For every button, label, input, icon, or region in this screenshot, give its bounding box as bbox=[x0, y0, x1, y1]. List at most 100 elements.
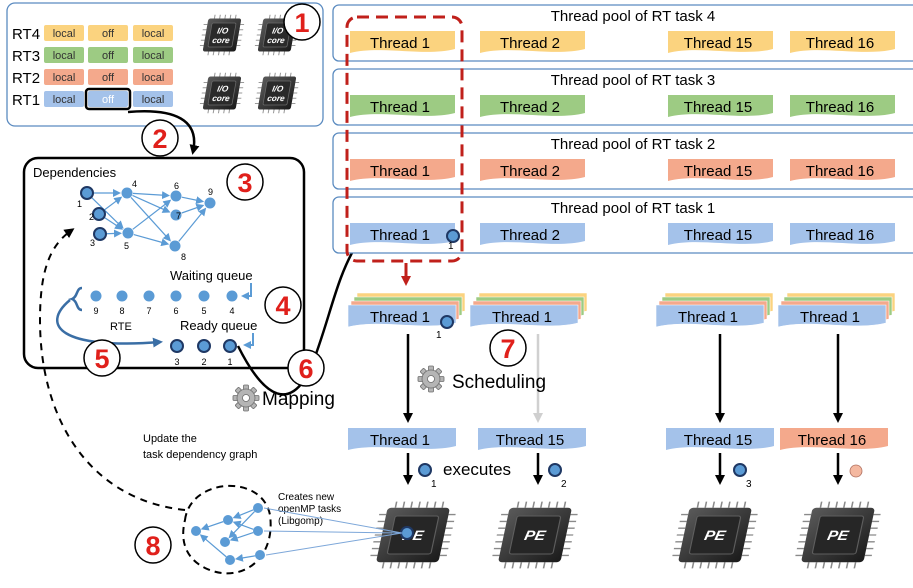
dag-edge bbox=[105, 229, 123, 238]
new-task-node bbox=[253, 526, 263, 536]
ready-queue-node-label: 2 bbox=[201, 357, 206, 367]
update-graph-arrow bbox=[38, 228, 186, 511]
task-node-badge: 2 bbox=[561, 479, 567, 490]
thread-shape bbox=[350, 159, 455, 181]
dag-edge bbox=[133, 234, 170, 247]
thread-stack-label: Thread 1 bbox=[800, 309, 860, 326]
thread-stack-front bbox=[777, 304, 887, 328]
io-core-label-line-2: core bbox=[266, 93, 286, 103]
rt-cell-box bbox=[88, 69, 128, 85]
rt-cell-box bbox=[133, 69, 173, 85]
new-tasks-outline bbox=[182, 484, 272, 575]
thread-shape bbox=[480, 95, 585, 117]
thread-shape bbox=[790, 31, 895, 53]
step-marker-circle bbox=[264, 286, 302, 324]
thread-pool-title: Thread pool of RT task 2 bbox=[551, 136, 716, 153]
new-task-edge bbox=[232, 509, 254, 519]
rt-label-rt4: RT4 bbox=[12, 26, 40, 43]
thread-shape bbox=[668, 31, 773, 53]
new-task-node bbox=[223, 515, 233, 525]
exec-thread-shape bbox=[348, 428, 456, 450]
mapping-label: Mapping bbox=[262, 389, 335, 410]
thread-shape bbox=[790, 223, 895, 245]
task-node-dot bbox=[440, 315, 454, 329]
thread-label: Thread 15 bbox=[684, 35, 752, 52]
waiting-queue-node-label: 7 bbox=[146, 306, 151, 316]
new-task-edge bbox=[234, 553, 256, 562]
dag-edge bbox=[181, 196, 205, 205]
dag-node-label: 7 bbox=[176, 211, 181, 221]
rte-brace bbox=[68, 286, 83, 312]
dag-node bbox=[204, 197, 216, 209]
step-marker-circle bbox=[287, 349, 325, 387]
dependencies-label: Dependencies bbox=[33, 165, 117, 180]
step-marker-number: 6 bbox=[298, 354, 313, 384]
new-tasks-graph bbox=[191, 503, 403, 565]
thread-label: Thread 2 bbox=[500, 99, 560, 116]
thread-pool-title: Thread pool of RT task 1 bbox=[551, 200, 716, 217]
thread-shape bbox=[480, 159, 585, 181]
thread-shape bbox=[668, 159, 773, 181]
rt-cell-local: local bbox=[53, 28, 76, 40]
pe-label: PE bbox=[703, 529, 728, 544]
io-core-label-line-1: I/O bbox=[271, 84, 284, 94]
waiting-queue-node bbox=[143, 290, 155, 302]
dag-edge bbox=[132, 199, 172, 230]
step-marker-number: 3 bbox=[237, 168, 252, 198]
dag-edge bbox=[132, 194, 171, 213]
thread-label: Thread 15 bbox=[684, 99, 752, 116]
ready-queue-node bbox=[170, 339, 184, 353]
creates-label-line-2: openMP tasks bbox=[278, 504, 341, 515]
rt-label-rt3: RT3 bbox=[12, 48, 40, 65]
step-marker-circle bbox=[226, 163, 264, 201]
task-node-dot bbox=[733, 463, 747, 477]
update-label-line-2: task dependency graph bbox=[143, 449, 257, 461]
dag-node-label: 8 bbox=[181, 252, 186, 262]
rt-cell-local: local bbox=[142, 28, 165, 40]
thread-stack-label: Thread 1 bbox=[370, 309, 430, 326]
rt-cell-local: local bbox=[53, 50, 76, 62]
rte-arrow bbox=[55, 299, 163, 348]
thread-label: Thread 2 bbox=[500, 227, 560, 244]
step-marker-number: 1 bbox=[294, 8, 309, 38]
thread-pool-title: Thread pool of RT task 4 bbox=[551, 8, 716, 25]
step-marker-number: 5 bbox=[94, 344, 109, 374]
waiting-queue-node-label: 9 bbox=[93, 306, 98, 316]
rt-cell-local: local bbox=[142, 50, 165, 62]
thread-label: Thread 1 bbox=[370, 227, 430, 244]
selected-threads-box bbox=[345, 15, 464, 263]
task-node-badge: 1 bbox=[431, 479, 437, 490]
dag-edge bbox=[103, 196, 123, 211]
dag-node bbox=[169, 240, 181, 252]
step-marker-number: 4 bbox=[275, 291, 290, 321]
dag-node-label: 6 bbox=[174, 181, 179, 191]
exec-thread-label: Thread 1 bbox=[370, 432, 430, 449]
rt-to-runtime-arrow bbox=[127, 110, 200, 155]
rt-cell-box bbox=[88, 47, 128, 63]
rt-cell-local: local bbox=[142, 72, 165, 84]
step-marker-circle bbox=[283, 3, 321, 41]
task-node-dot bbox=[418, 463, 432, 477]
task-node-badge: 3 bbox=[746, 479, 752, 490]
rt-label-rt1: RT1 bbox=[12, 92, 40, 109]
step-marker-circle bbox=[134, 526, 172, 564]
waiting-queue-node-label: 6 bbox=[173, 306, 178, 316]
thread-label: Thread 15 bbox=[684, 163, 752, 180]
thread-stack-front bbox=[469, 304, 579, 328]
dag-node-label: 5 bbox=[124, 241, 129, 251]
io-core-label-line-2: core bbox=[266, 35, 286, 45]
running-task-dot bbox=[400, 526, 414, 540]
rt-cell-box bbox=[44, 47, 84, 63]
new-task-edge bbox=[232, 520, 254, 530]
thread-stack-label: Thread 1 bbox=[492, 309, 552, 326]
waiting-queue-node bbox=[170, 290, 182, 302]
rt-cell-box bbox=[88, 91, 128, 107]
